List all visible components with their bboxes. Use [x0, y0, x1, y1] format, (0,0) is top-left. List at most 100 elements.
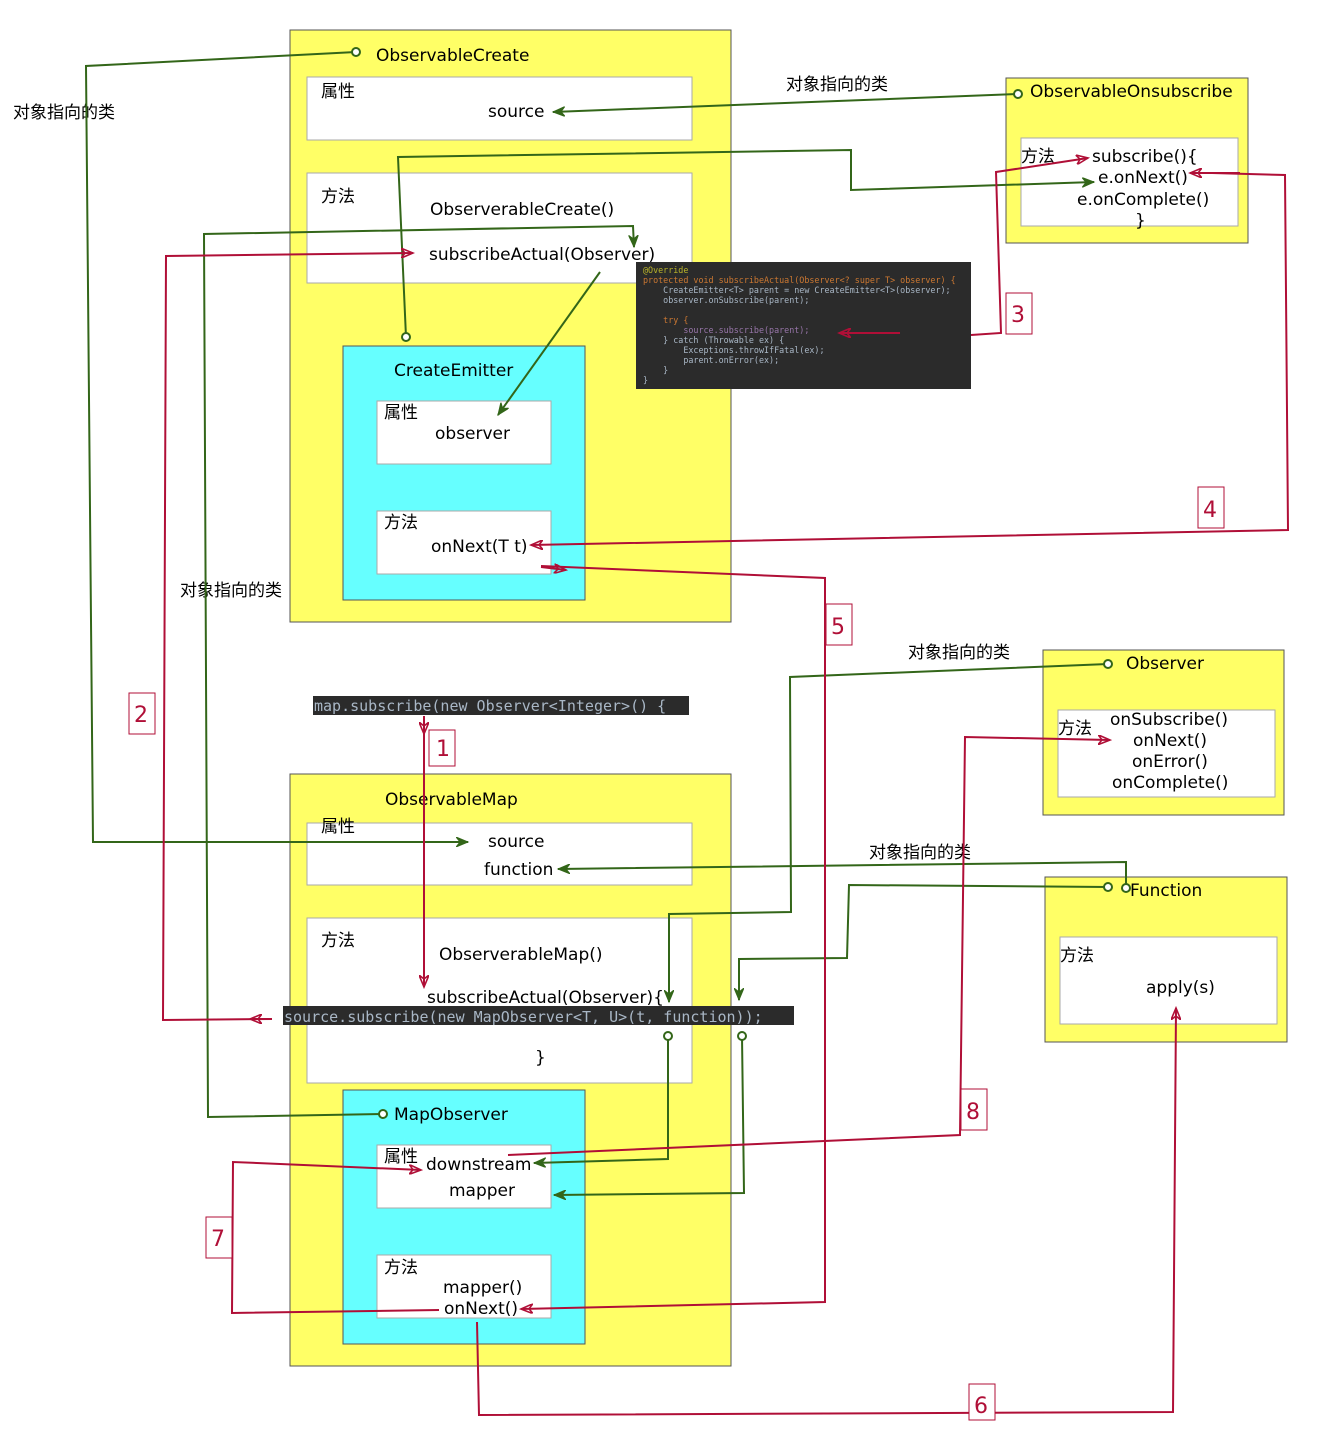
function-title: Function	[1130, 881, 1202, 901]
observer-method: onComplete()	[1112, 773, 1228, 793]
pointer-label: 对象指向的类	[869, 843, 971, 863]
pointer-label: 对象指向的类	[180, 581, 282, 601]
step-3-arrow	[970, 158, 1088, 336]
ref-origin-dot	[351, 47, 361, 57]
methods-label: 方法	[384, 1258, 418, 1278]
observer-class: Observer 方法 onSubscribe() onNext() onErr…	[1042, 649, 1285, 816]
code-line: } catch (Throwable ex) {	[643, 335, 784, 345]
map-observer-ref-arrow	[202, 224, 634, 1119]
create-emitter-observer: observer	[435, 424, 510, 444]
ref-origin-dot	[1121, 883, 1131, 893]
methods-label: 方法	[384, 513, 418, 533]
step-5-head	[540, 567, 566, 570]
function-apply: apply(s)	[1146, 978, 1215, 998]
ref-origin-dot	[737, 1031, 747, 1041]
attributes-label: 属性	[384, 1147, 418, 1167]
ref-origin-dot	[401, 332, 411, 342]
observer-methods	[1057, 709, 1276, 798]
methods-label: 方法	[321, 187, 355, 207]
step-4-arrow	[531, 172, 1290, 545]
observable-map-closing-brace: }	[535, 1048, 546, 1068]
step-number: 5	[831, 615, 845, 640]
map-observer-mapper-method: mapper()	[443, 1278, 522, 1298]
observable-map-ctor: ObserverableMap()	[439, 945, 603, 965]
code-line: Exceptions.throwIfFatal(ex);	[643, 345, 825, 355]
function-class: Function 方法 apply(s)	[1044, 876, 1288, 1043]
reference-arrows	[84, 47, 1131, 1195]
observable-onsubscribe-methods	[1020, 137, 1239, 227]
observer-method: onError()	[1132, 752, 1208, 772]
step-number: 1	[436, 737, 450, 762]
map-observer-class: MapObserver 属性 downstream mapper 方法 mapp…	[342, 1089, 586, 1345]
pointer-label: 对象指向的类	[13, 103, 115, 123]
pointer-label: 对象指向的类	[786, 75, 888, 95]
map-observer-on-next: onNext()	[444, 1299, 518, 1319]
code-line: protected void subscribeActual(Observer<…	[643, 275, 956, 285]
observable-create-ctor: ObserverableCreate()	[430, 200, 614, 220]
code-line: CreateEmitter<T> parent = new CreateEmit…	[643, 285, 951, 295]
step-labels: 1 2 3 4 5 6 7 8	[128, 292, 1225, 1421]
function-param-ref-arrow	[739, 883, 1109, 1000]
create-emitter-on-next: onNext(T t)	[431, 537, 528, 557]
step-5-arrow	[521, 565, 826, 1309]
ref-origin-dot	[663, 1031, 673, 1041]
observable-map-title: ObservableMap	[385, 790, 518, 810]
step-number: 8	[966, 1100, 980, 1125]
observable-map-attributes	[306, 822, 693, 886]
step-6-arrow	[476, 1008, 1176, 1417]
ref-origin-dot	[1103, 882, 1113, 892]
observable-onsubscribe-class: ObservableOnsubscribe 方法 subscribe(){ e.…	[1005, 77, 1249, 244]
observable-onsubscribe-title: ObservableOnsubscribe	[1030, 82, 1233, 102]
map-observer-attributes	[376, 1144, 552, 1209]
create-source-ref-arrow	[553, 93, 1019, 112]
step-number: 2	[134, 703, 148, 728]
ref-origin-dot	[1013, 89, 1023, 99]
observable-map-subscribe-actual: subscribeActual(Observer){	[427, 988, 664, 1008]
observable-map-source: source	[488, 832, 544, 852]
code-line: try {	[643, 315, 688, 325]
map-observer-downstream: downstream	[426, 1155, 531, 1175]
ref-origin-dot	[378, 1109, 388, 1119]
map-source-ref-arrow	[84, 51, 468, 842]
attributes-label: 属性	[384, 403, 418, 423]
source-subscribe-code: source.subscribe(new MapObserver<T, U>(t…	[284, 1008, 763, 1026]
create-emitter-class: CreateEmitter 属性 observer 方法 onNext(T t)	[342, 345, 586, 601]
step-number: 6	[974, 1394, 988, 1419]
step-number: 4	[1203, 498, 1217, 523]
observer-ref-arrow	[669, 663, 1109, 1002]
observable-create-subscribe-actual: subscribeActual(Observer)	[429, 245, 655, 265]
observer-assign-arrow	[497, 271, 601, 415]
attributes-label: 属性	[321, 817, 355, 837]
code-line: }	[643, 375, 648, 385]
step-2-arrow	[161, 253, 413, 1022]
attributes-label: 属性	[321, 82, 355, 102]
observable-map-methods	[306, 917, 693, 1084]
function-methods	[1059, 936, 1278, 1025]
onsubscribe-method-line: subscribe(){	[1092, 147, 1198, 167]
subscribe-actual-code-snippet: @Override protected void subscribeActual…	[636, 262, 971, 389]
methods-label: 方法	[1058, 719, 1092, 739]
step-number: 7	[211, 1227, 225, 1252]
code-line: }	[643, 365, 668, 375]
create-emitter-methods	[376, 510, 552, 575]
onsubscribe-method-line: }	[1135, 211, 1146, 231]
observable-create-title: ObservableCreate	[376, 46, 529, 66]
function-attr-ref-arrow	[558, 860, 1127, 890]
create-emitter-attributes	[376, 400, 552, 465]
onsubscribe-method-line: e.onNext()	[1098, 168, 1188, 188]
methods-label: 方法	[1021, 147, 1055, 167]
observer-title: Observer	[1126, 654, 1204, 674]
map-subscribe-code: map.subscribe(new Observer<Integer>() {	[313, 696, 689, 715]
code-line: observer.onSubscribe(parent);	[643, 295, 809, 305]
map-observer-title: MapObserver	[394, 1105, 508, 1125]
methods-label: 方法	[1060, 946, 1094, 966]
code-line: source.subscribe(parent);	[643, 325, 809, 335]
pointer-label: 对象指向的类	[908, 643, 1010, 663]
downstream-assign-arrow	[534, 1036, 669, 1163]
map-subscribe-text: map.subscribe(new Observer<Integer>() {	[314, 697, 666, 715]
ref-origin-dot	[1103, 659, 1113, 669]
map-observer-mapper: mapper	[449, 1181, 515, 1201]
observable-map-function: function	[484, 860, 553, 880]
step-number: 3	[1011, 303, 1025, 328]
